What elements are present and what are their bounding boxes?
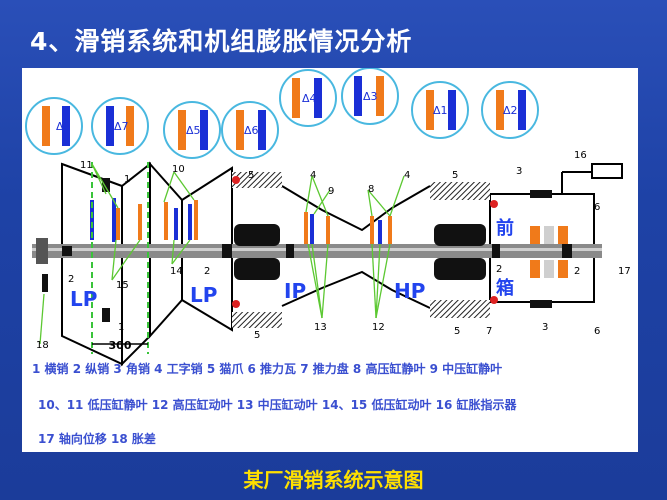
callout-number: 14 [170, 266, 183, 277]
callout-number: 4 [404, 170, 410, 181]
callout-number: 11 [80, 160, 93, 171]
callout-number: 4 [310, 170, 316, 181]
ip-hp-casing-bottom [281, 270, 431, 309]
callout-number: 6 [594, 202, 600, 213]
section-label-ip: IP [284, 279, 306, 303]
callout-number: 3 [542, 322, 548, 333]
callout-number: 18 [36, 340, 49, 351]
callout-number: 2 [496, 264, 502, 275]
delta-labels: Δ8 Δ7 Δ5 Δ6 Δ4 Δ3 Δ1 Δ2 [56, 90, 518, 137]
delta-label: Δ6 [244, 124, 259, 137]
box-labels: 前 箱 [496, 217, 514, 299]
callout-number: 5 [452, 170, 458, 181]
callout-number: 1 [124, 174, 130, 185]
delta-label: Δ4 [302, 92, 317, 105]
delta-label: Δ8 [56, 120, 71, 133]
section-labels: LP LP IP HP [70, 279, 425, 311]
box-label-front: 前 [496, 217, 514, 239]
legend-line-2: 10、11 低压缸静叶 12 高压缸动叶 13 中压缸动叶 14、15 低压缸动… [38, 398, 517, 412]
slide-title: 4、滑销系统和机组膨胀情况分析 [30, 27, 413, 56]
hatched-casing-walls [232, 172, 490, 328]
callout-number: 2 [574, 266, 580, 277]
callout-number: 17 [618, 266, 631, 277]
pin-markers [42, 176, 552, 322]
callout-numbers: 11 1 10 5 4 9 8 4 5 3 16 6 2 14 2 15 1 5… [36, 150, 631, 351]
callout-number: 7 [486, 326, 492, 337]
thrust-bearing [530, 226, 568, 278]
lp2-casing-right [181, 166, 233, 332]
callout-number: 6 [594, 326, 600, 337]
diagram-panel: 300 Δ8 Δ7 Δ5 Δ6 Δ4 Δ3 [22, 68, 638, 452]
delta-bars [42, 76, 526, 150]
section-label-lp2: LP [190, 283, 217, 307]
callout-number: 15 [116, 280, 129, 291]
figure-caption: 某厂滑销系统示意图 [243, 468, 424, 492]
callout-number: 16 [574, 150, 587, 161]
delta-label: Δ1 [433, 104, 448, 117]
sliding-pin-diagram: 300 Δ8 Δ7 Δ5 Δ6 Δ4 Δ3 [25, 68, 631, 367]
ip-hp-casing-top [281, 185, 431, 232]
lp1-casing-right [121, 161, 151, 367]
legend-line-1: 1 横销 2 纵销 3 角销 4 工字销 5 猫爪 6 推力瓦 7 推力盘 8 … [32, 362, 503, 376]
dimension-label: 300 [109, 339, 132, 352]
legend-line-3: 17 轴向位移 18 胀差 [38, 432, 156, 446]
box-label-box: 箱 [496, 277, 514, 299]
bearing-blocks [36, 224, 572, 280]
section-label-lp1: LP [70, 287, 97, 311]
callout-number: 13 [314, 322, 327, 333]
callout-number: 5 [454, 326, 460, 337]
callout-number: 2 [68, 274, 74, 285]
stage-blades [90, 198, 392, 244]
callout-number: 1 [118, 322, 124, 333]
expansion-indicator [591, 163, 623, 179]
callout-number: 8 [368, 184, 374, 195]
delta-label: Δ3 [363, 90, 378, 103]
callout-number: 10 [172, 164, 185, 175]
callout-number: 5 [248, 170, 254, 181]
callout-number: 5 [254, 330, 260, 341]
delta-label: Δ5 [186, 124, 201, 137]
callout-number: 2 [204, 266, 210, 277]
callout-lines [39, 163, 405, 345]
delta-label: Δ7 [114, 120, 129, 133]
delta-label: Δ2 [503, 104, 518, 117]
callout-number: 12 [372, 322, 385, 333]
callout-number: 9 [328, 186, 334, 197]
delta-circles [25, 68, 539, 159]
section-label-hp: HP [394, 279, 425, 303]
callout-number: 3 [516, 166, 522, 177]
